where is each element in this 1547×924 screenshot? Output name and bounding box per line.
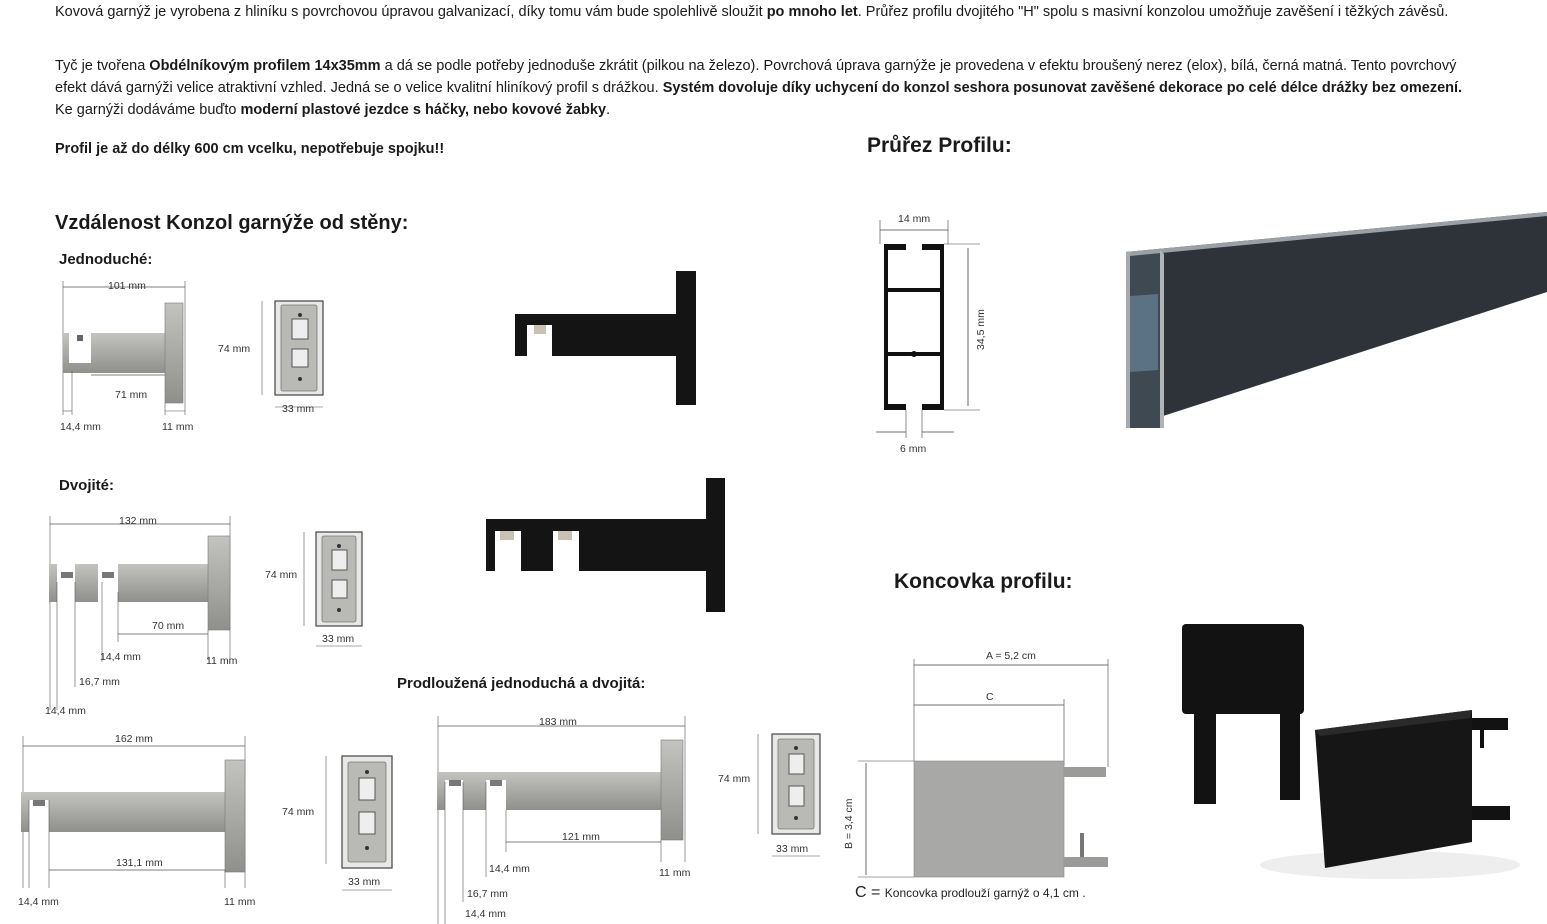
profile-heading: Průřez Profilu: bbox=[867, 134, 1012, 157]
extended-heading: Prodloužená jednoduchá a dvojitá: bbox=[397, 675, 646, 692]
single-plate-diagram: 74 mm 33 mm bbox=[218, 300, 324, 415]
single-right-label: 11 mm bbox=[162, 421, 194, 433]
intro-paragraph-3: Profil je až do délky 600 cm vcelku, nep… bbox=[55, 141, 445, 157]
ext-double-plate-height-label: 74 mm bbox=[718, 773, 750, 785]
single-inner-label: 71 mm bbox=[115, 389, 147, 401]
single-plate-width-label: 33 mm bbox=[282, 403, 314, 415]
double-right-label: 11 mm bbox=[206, 655, 238, 667]
double-bracket-black-photo bbox=[486, 478, 725, 612]
ext-single-left-label: 14,4 mm bbox=[18, 896, 59, 908]
ext-single-length-label: 162 mm bbox=[115, 733, 153, 745]
endcap-c-label: C bbox=[986, 691, 994, 703]
distance-heading: Vzdálenost Konzol garnýže od stěny: bbox=[55, 212, 409, 234]
single-bracket-diagram: 101 mm 71 mm 14,4 mm 11 mm bbox=[60, 280, 194, 433]
single-bracket-black-photo bbox=[515, 271, 696, 405]
endcap-note: C = Koncovka prodlouží garnýž o 4,1 cm . bbox=[855, 884, 1086, 901]
ext-single-plate-diagram: 74 mm 33 mm bbox=[282, 755, 393, 891]
ext-double-dim-a-label: 14,4 mm bbox=[489, 863, 530, 875]
intro-paragraph-2: Tyč je tvořena Obdélníkovým profilem 14x… bbox=[55, 58, 1463, 118]
single-left-label: 14,4 mm bbox=[60, 421, 101, 433]
single-heading: Jednoduché: bbox=[59, 251, 153, 268]
ext-double-right-label: 11 mm bbox=[659, 867, 691, 879]
single-length-label: 101 mm bbox=[108, 280, 146, 292]
ext-double-plate-diagram: 74 mm 33 mm bbox=[718, 733, 821, 857]
endcap-heading: Koncovka profilu: bbox=[894, 570, 1073, 593]
profile-slot-label: 6 mm bbox=[900, 443, 927, 455]
ext-double-dim-b-label: 16,7 mm bbox=[467, 888, 508, 900]
profile-width-label: 14 mm bbox=[898, 213, 930, 225]
ext-double-bracket-diagram: 183 mm 121 mm 14,4 mm 16,7 mm 14,4 mm 11… bbox=[437, 716, 691, 924]
double-dim-a-label: 14,4 mm bbox=[100, 651, 141, 663]
double-dim-b-label: 16,7 mm bbox=[79, 676, 120, 688]
endcap-black-photo bbox=[1182, 624, 1520, 879]
ext-single-bracket-diagram: 162 mm 131,1 mm 14,4 mm 11 mm bbox=[18, 733, 256, 908]
double-inner-label: 70 mm bbox=[152, 620, 184, 632]
intro-paragraph-1: Kovová garnýž je vyrobena z hliníku s po… bbox=[55, 4, 1449, 20]
single-plate-height-label: 74 mm bbox=[218, 343, 250, 355]
ext-double-dim-c-label: 14,4 mm bbox=[465, 908, 506, 920]
double-bracket-diagram: 132 mm 70 mm 14,4 mm 16,7 mm 14,4 mm 11 … bbox=[45, 515, 238, 717]
double-plate-width-label: 33 mm bbox=[322, 633, 354, 645]
profile-rail-photo bbox=[1126, 212, 1547, 428]
ext-single-right-label: 11 mm bbox=[224, 896, 256, 908]
endcap-diagram: A = 5,2 cm C B = 3,4 cm bbox=[843, 650, 1109, 878]
ext-double-plate-width-label: 33 mm bbox=[776, 843, 808, 855]
endcap-a-label: A = 5,2 cm bbox=[986, 650, 1036, 662]
ext-single-plate-height-label: 74 mm bbox=[282, 806, 314, 818]
double-length-label: 132 mm bbox=[119, 515, 157, 527]
profile-cross-section-diagram: 14 mm 34,5 mm 6 mm bbox=[876, 213, 987, 455]
double-plate-height-label: 74 mm bbox=[265, 569, 297, 581]
double-dim-c-label: 14,4 mm bbox=[45, 705, 86, 717]
ext-single-plate-width-label: 33 mm bbox=[348, 876, 380, 888]
ext-double-length-label: 183 mm bbox=[539, 716, 577, 728]
double-heading: Dvojité: bbox=[59, 477, 115, 494]
double-plate-diagram: 74 mm 33 mm bbox=[265, 531, 363, 647]
ext-double-inner-label: 121 mm bbox=[562, 831, 600, 843]
endcap-b-label: B = 3,4 cm bbox=[843, 798, 855, 849]
ext-single-inner-label: 131,1 mm bbox=[116, 857, 163, 869]
profile-height-label: 34,5 mm bbox=[975, 309, 987, 350]
